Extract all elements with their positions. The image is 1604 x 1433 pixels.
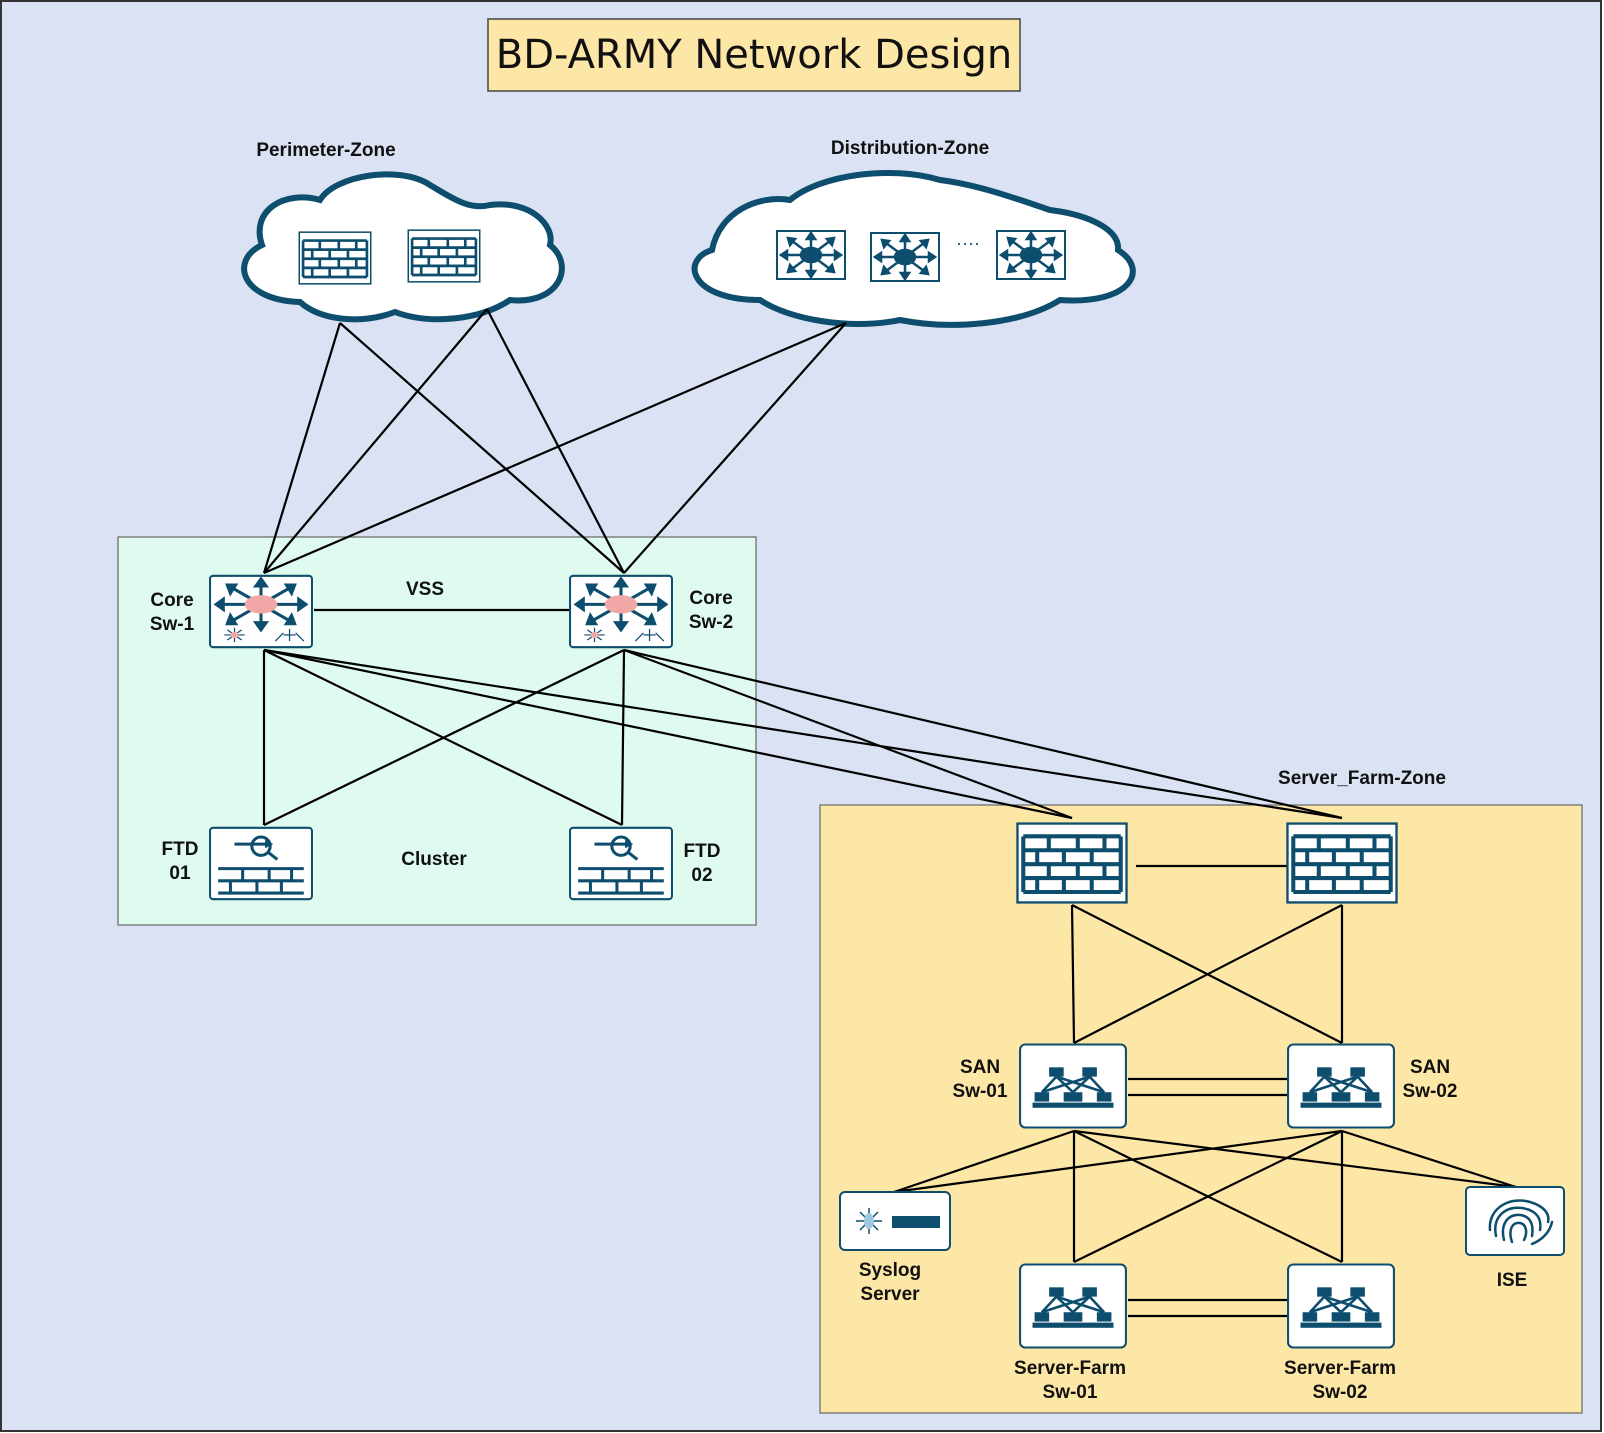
ise-label: ISE xyxy=(1497,1270,1528,1291)
syslog-server-label-line2: Server xyxy=(860,1284,920,1305)
core-sw-2-icon[interactable] xyxy=(568,574,674,649)
perimeter-firewall-1-icon[interactable] xyxy=(297,230,373,286)
core-sw-1-label-line1: Core xyxy=(150,590,193,611)
server-farm-zone xyxy=(819,804,1583,1414)
server-farm-sw-01-icon[interactable] xyxy=(1018,1263,1128,1349)
distribution-ellipsis: ···· xyxy=(956,233,980,253)
perimeter-zone-label: Perimeter-Zone xyxy=(256,140,395,161)
title-box xyxy=(487,18,1021,92)
server-farm-sw-01-label-line2: Sw-01 xyxy=(1043,1382,1098,1403)
san-sw-02-icon[interactable] xyxy=(1286,1043,1396,1129)
ftd-01-label-line2: 01 xyxy=(169,863,191,884)
server-farm-sw-02-label-line1: Server-Farm xyxy=(1284,1358,1396,1379)
vss-label: VSS xyxy=(406,579,444,600)
server-farm-zone-label: Server_Farm-Zone xyxy=(1278,768,1446,789)
server-farm-firewall-2-icon[interactable] xyxy=(1287,824,1396,903)
syslog-server-icon[interactable] xyxy=(839,1191,951,1251)
page-title: BD-ARMY Network Design xyxy=(496,32,1012,78)
perimeter-firewall-2-icon[interactable] xyxy=(406,228,482,284)
links xyxy=(262,308,1517,1318)
core-sw-1-label-line2: Sw-1 xyxy=(150,614,195,635)
san-sw-01-label-line1: SAN xyxy=(960,1057,1000,1078)
server-farm-sw-01-label-line1: Server-Farm xyxy=(1014,1358,1126,1379)
distribution-switch-2-icon[interactable] xyxy=(870,232,940,282)
core-sw-2-label-line1: Core xyxy=(689,588,732,609)
ftd-01-icon[interactable] xyxy=(208,826,314,901)
server-farm-sw-02-icon[interactable] xyxy=(1286,1263,1396,1349)
core-sw-1-icon[interactable] xyxy=(208,574,314,649)
distribution-switch-1-icon[interactable] xyxy=(776,230,846,280)
syslog-server-label-line1: Syslog xyxy=(859,1260,921,1281)
ise-fingerprint-icon[interactable] xyxy=(1465,1186,1565,1256)
distribution-zone-label: Distribution-Zone xyxy=(831,138,989,159)
san-sw-01-icon[interactable] xyxy=(1018,1043,1128,1129)
server-farm-firewall-1-icon[interactable] xyxy=(1017,824,1126,903)
san-sw-01-label-line2: Sw-01 xyxy=(953,1081,1008,1102)
distribution-switch-3-icon[interactable] xyxy=(996,230,1066,280)
core-sw-2-label-line2: Sw-2 xyxy=(689,612,733,633)
ftd-02-label-line2: 02 xyxy=(691,865,712,886)
ftd-02-label-line1: FTD xyxy=(684,841,721,862)
san-sw-02-label-line1: SAN xyxy=(1410,1057,1450,1078)
cluster-label: Cluster xyxy=(401,849,467,870)
ftd-01-label-line1: FTD xyxy=(162,839,199,860)
san-sw-02-label-line2: Sw-02 xyxy=(1403,1081,1458,1102)
server-farm-sw-02-label-line2: Sw-02 xyxy=(1313,1382,1368,1403)
ftd-02-icon[interactable] xyxy=(568,826,674,901)
